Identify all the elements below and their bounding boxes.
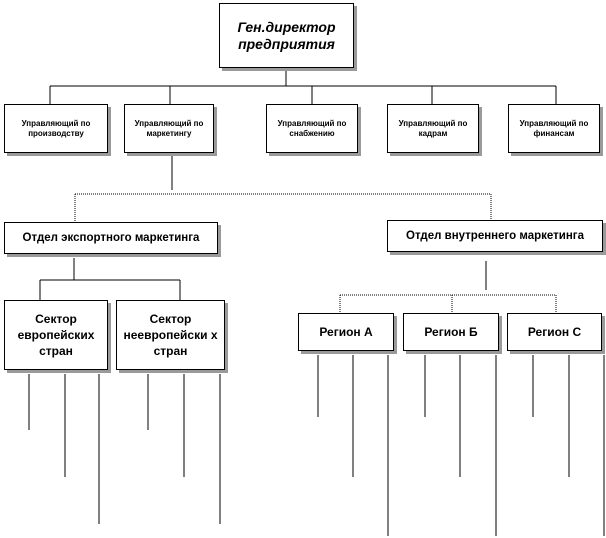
- internal-marketing-dept-box: Отдел внутреннего маркетинга: [387, 220, 603, 252]
- region-b-box: Регион Б: [403, 313, 499, 351]
- manager-marketing-label: Управляющий по маркетингу: [134, 118, 204, 138]
- region-b-label: Регион Б: [424, 325, 478, 339]
- sector-european-label: Сектор европейских стран: [17, 312, 95, 358]
- export-marketing-dept-box: Отдел экспортного маркетинга: [4, 222, 218, 254]
- internal-marketing-dept-label: Отдел внутреннего маркетинга: [406, 230, 584, 242]
- sector-non-european-label: Сектор неевропейски х стран: [123, 312, 218, 358]
- manager-production-label: Управляющий по производству: [21, 118, 91, 138]
- ceo-box: Ген.директор предприятия: [219, 3, 354, 68]
- region-a-box: Регион А: [298, 313, 394, 351]
- manager-finance-box: Управляющий по финансам: [508, 104, 600, 153]
- export-marketing-dept-label: Отдел экспортного маркетинга: [22, 232, 200, 244]
- manager-hr-label: Управляющий по кадрам: [398, 118, 468, 138]
- sector-european-box: Сектор европейских стран: [4, 300, 108, 370]
- region-a-label: Регион А: [319, 325, 373, 339]
- region-c-box: Регион С: [507, 313, 602, 351]
- manager-production-box: Управляющий по производству: [4, 104, 108, 153]
- manager-hr-box: Управляющий по кадрам: [387, 104, 479, 153]
- ceo-label: Ген.директор предприятия: [237, 18, 336, 52]
- manager-finance-label: Управляющий по финансам: [519, 118, 589, 138]
- manager-supply-box: Управляющий по снабжению: [266, 104, 358, 153]
- manager-marketing-box: Управляющий по маркетингу: [124, 104, 214, 153]
- manager-supply-label: Управляющий по снабжению: [277, 118, 347, 138]
- sector-non-european-box: Сектор неевропейски х стран: [116, 300, 225, 370]
- region-c-label: Регион С: [527, 325, 582, 339]
